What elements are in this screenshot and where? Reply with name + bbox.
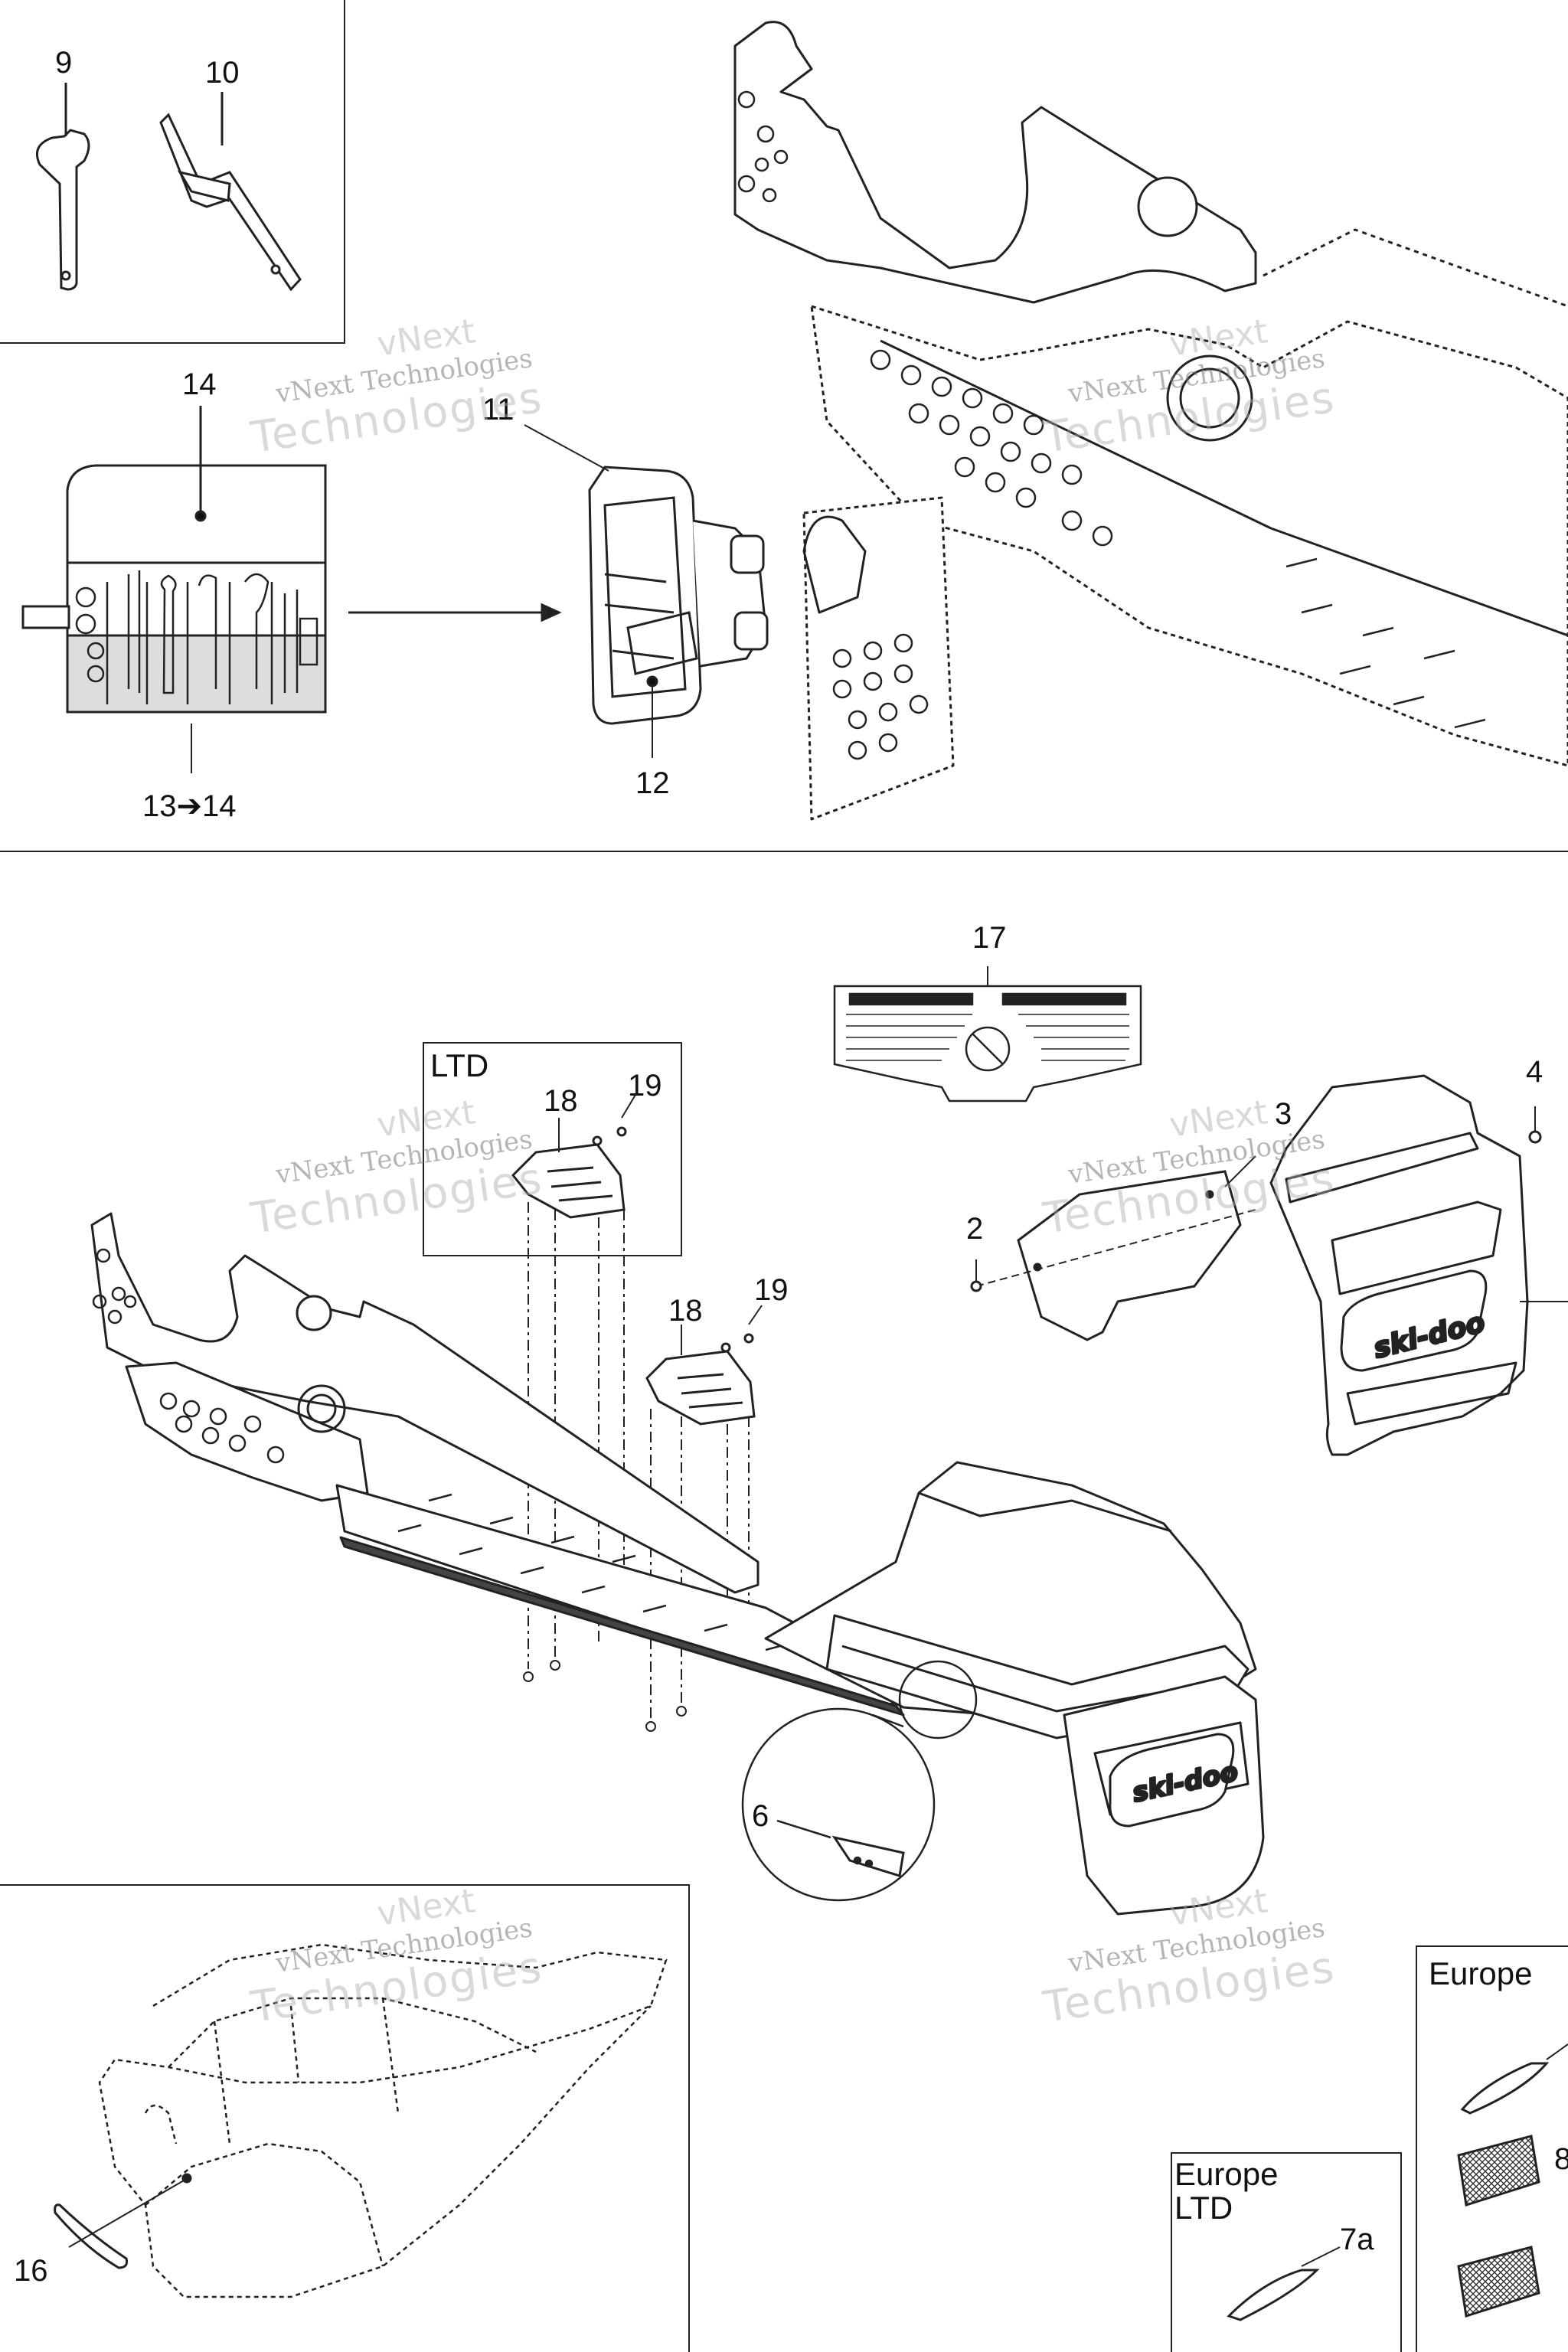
callout-9: 9	[55, 46, 73, 80]
fastener-nuts	[523, 1660, 687, 1732]
callout-18-ltd: 18	[544, 1084, 578, 1118]
callout-18: 18	[668, 1294, 703, 1328]
hood-icon	[98, 1943, 668, 2298]
callout-12: 12	[635, 766, 670, 800]
europe-box	[1416, 1945, 1568, 2352]
tunnel-top-assembly	[733, 21, 1568, 821]
warning-decal-icon	[833, 966, 1142, 1102]
europe-ltd-box-label-2: LTD	[1174, 2190, 1233, 2226]
ltd-box-label: LTD	[430, 1047, 489, 1083]
callout-2: 2	[966, 1212, 984, 1246]
hood-frame	[0, 1884, 690, 2352]
tools-frame	[0, 0, 1568, 852]
europe-box-label: Europe	[1429, 1955, 1533, 1991]
callout-4: 4	[1526, 1055, 1544, 1089]
tunnel-lower-assembly	[90, 1212, 913, 1717]
strip-16-icon	[54, 2173, 192, 2269]
callout-17: 17	[972, 921, 1007, 955]
callout-7a: 7a	[1340, 2223, 1374, 2256]
callout-16: 16	[14, 2254, 48, 2288]
storage-box-icon	[524, 424, 769, 758]
rear-plate-icon	[970, 1155, 1256, 1341]
callout-8: 8	[1554, 2142, 1568, 2176]
snow-flap-icon: ski-doo	[1269, 1074, 1568, 1456]
arrow-bag-to-box-icon	[348, 603, 562, 622]
callout-6: 6	[752, 1799, 769, 1833]
tool-10-icon	[159, 92, 302, 292]
callout-19-ltd: 19	[628, 1069, 662, 1102]
callout-13-14: 13➔14	[142, 789, 237, 823]
europe-ltd-box-label-1: Europe	[1174, 2156, 1279, 2192]
wrench-9-icon	[36, 83, 90, 291]
footrest-icon	[645, 1305, 763, 1426]
toolkit-bag-icon	[21, 406, 327, 773]
callout-3: 3	[1275, 1097, 1292, 1131]
callout-19: 19	[754, 1273, 789, 1307]
callout-10: 10	[205, 56, 240, 90]
europe-ltd-box	[1171, 2152, 1402, 2352]
callout-14: 14	[182, 368, 217, 401]
zoom-circle-6	[741, 1660, 978, 1902]
strip-7a-icon	[1227, 2246, 1341, 2321]
europe-reflector-icon	[1457, 2043, 1568, 2318]
callout-11: 11	[482, 393, 514, 426]
footrest-ltd-icon	[511, 1094, 636, 1219]
ltd-box	[423, 1042, 682, 1256]
rear-bumper-assembly: ski-doo	[764, 1461, 1265, 1916]
skidoo-logo-flap: ski-doo	[1340, 1269, 1489, 1372]
